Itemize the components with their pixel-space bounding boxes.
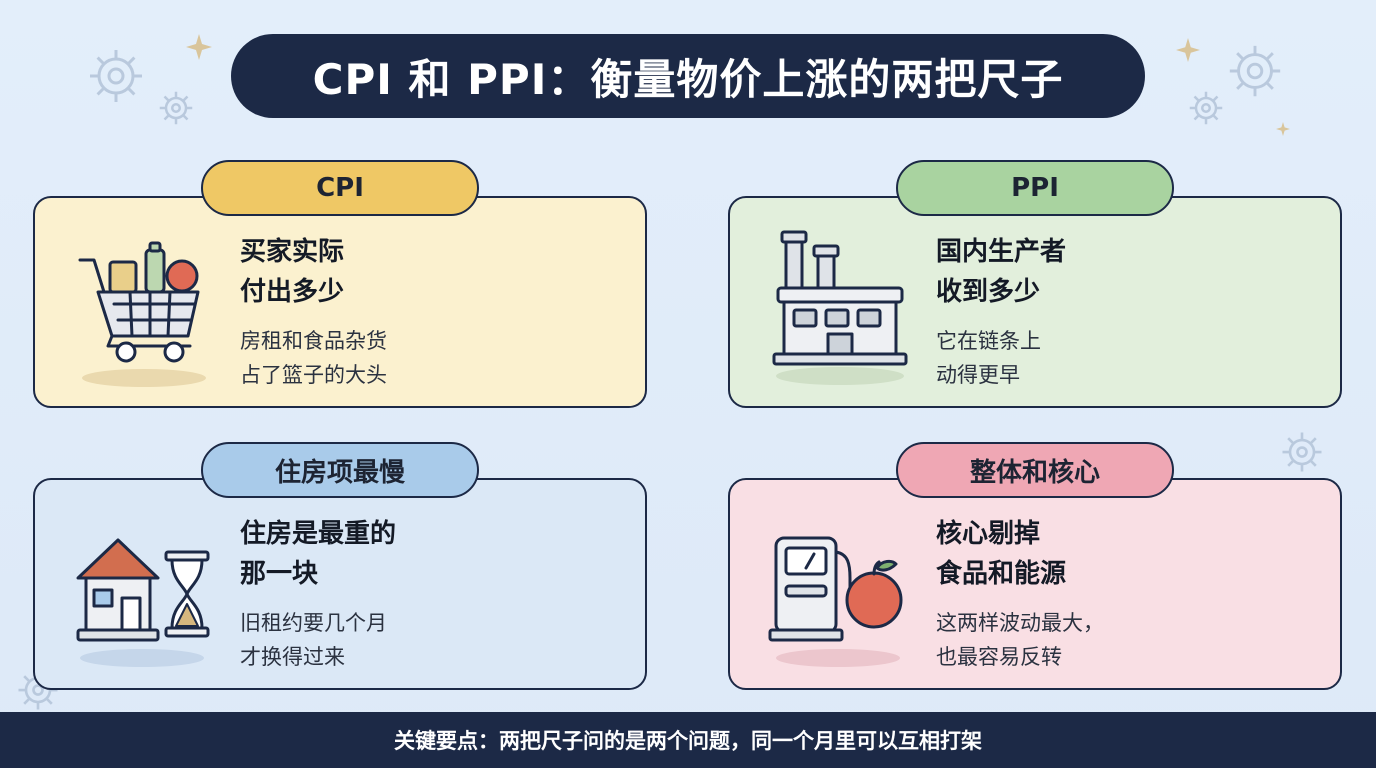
ppi-description: 它在链条上 动得更早 (936, 329, 1041, 387)
gas-pump-apple-icon (768, 536, 903, 667)
gear-decoration-icon (1282, 432, 1322, 472)
cpi-description: 房租和食品杂货 占了篮子的大头 (240, 329, 387, 387)
gear-decoration-icon (1229, 45, 1281, 97)
housing-tag: 住房项最慢 (201, 442, 479, 498)
housing-heading: 住房是最重的 那一块 (240, 519, 397, 589)
key-takeaway-footer: 关键要点：两把尺子问的是两个问题，同一个月里可以互相打架 (0, 712, 1376, 768)
ppi-tag: PPI (896, 160, 1174, 216)
gear-decoration-icon (159, 91, 193, 125)
core-tag: 整体和核心 (896, 442, 1174, 498)
gear-decoration-icon (1189, 91, 1223, 125)
cpi-tag: CPI (201, 160, 479, 216)
core-description: 这两样波动最大， 也最容易反转 (936, 611, 1104, 669)
page-title: CPI 和 PPI：衡量物价上涨的两把尺子 (231, 34, 1145, 118)
factory-icon (772, 230, 908, 385)
sparkle-icon (186, 34, 212, 60)
sparkle-icon (1176, 38, 1200, 62)
gear-decoration-icon (90, 50, 142, 102)
cpi-heading: 买家实际 付出多少 (240, 237, 345, 307)
house-hourglass-icon (76, 538, 210, 667)
shopping-cart-icon (78, 241, 206, 387)
ppi-heading: 国内生产者 收到多少 (936, 237, 1067, 307)
sparkle-icon (1276, 122, 1290, 136)
core-heading: 核心剔掉 食品和能源 (936, 519, 1067, 589)
housing-description: 旧租约要几个月 才换得过来 (240, 611, 387, 669)
